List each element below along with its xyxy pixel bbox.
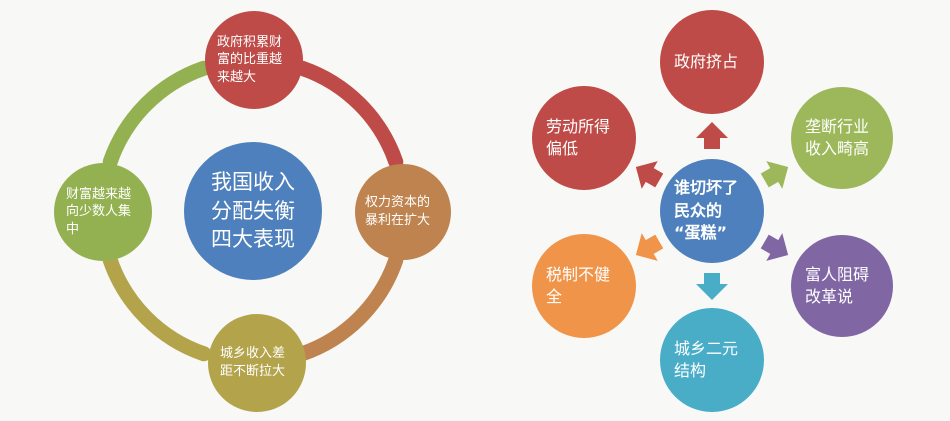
radial-node-top-left-label: 劳动所得 偏低 [546, 117, 611, 158]
cycle-node-right: 权力资本的 暴利在扩大 [355, 164, 451, 260]
radial-node-bottom-left-label: 税制不健 全 [546, 265, 611, 306]
arrow-up-left-icon [635, 161, 664, 189]
radial-node-top: 政府挤占 [660, 10, 764, 114]
radial-node-bottom-right: 富人阻碍 改革说 [791, 235, 893, 337]
cycle-center-label: 我国收入 分配失衡 四大表现 [211, 169, 295, 252]
cycle-node-top: 政府积累财 富的比重越 来越大 [205, 11, 303, 109]
cycle-ring [102, 60, 404, 362]
cycle-node-bottom-label: 城乡收入差 距不断拉大 [220, 346, 286, 379]
radial-node-bottom-left: 税制不健 全 [532, 234, 636, 338]
cycle-node-right-label: 权力资本的 暴利在扩大 [365, 195, 431, 228]
radial-node-bottom-label: 城乡二元 结构 [674, 339, 739, 380]
cycle-center-circle: 我国收入 分配失衡 四大表现 [184, 142, 322, 280]
arrow-up-icon [696, 122, 728, 149]
cycle-arc-top-right-icon [294, 60, 404, 170]
radial-center-circle: 谁切坏了 民众的 “蛋糕” [660, 159, 764, 263]
radial-node-top-right: 垄断行业 收入畸高 [791, 87, 893, 189]
radial-node-bottom-right-label: 富人阻碍 改革说 [805, 265, 870, 306]
arrow-down-left-icon [635, 233, 664, 261]
cycle-node-left: 财富越来越 向少数人集 中 [54, 163, 152, 261]
arrow-down-icon [696, 273, 728, 300]
arrow-up-right-icon [760, 161, 789, 189]
cycle-node-bottom: 城乡收入差 距不断拉大 [208, 314, 306, 412]
radial-node-top-label: 政府挤占 [674, 52, 739, 72]
radial-arrows [635, 122, 789, 300]
arrow-down-right-icon [760, 233, 789, 261]
radial-node-bottom: 城乡二元 结构 [660, 308, 764, 412]
cycle-arc-bottom-right-icon [294, 252, 404, 362]
radial-center-label: 谁切坏了 民众的 “蛋糕” [674, 178, 739, 243]
cycle-node-top-label: 政府积累财 富的比重越 来越大 [217, 34, 283, 85]
radial-node-top-left: 劳动所得 偏低 [532, 86, 636, 190]
radial-node-top-right-label: 垄断行业 收入畸高 [805, 117, 870, 158]
cycle-node-left-label: 财富越来越 向少数人集 中 [66, 186, 132, 237]
cycle-arc-top-left-icon [102, 60, 212, 170]
cycle-arc-bottom-left-icon [102, 252, 212, 362]
